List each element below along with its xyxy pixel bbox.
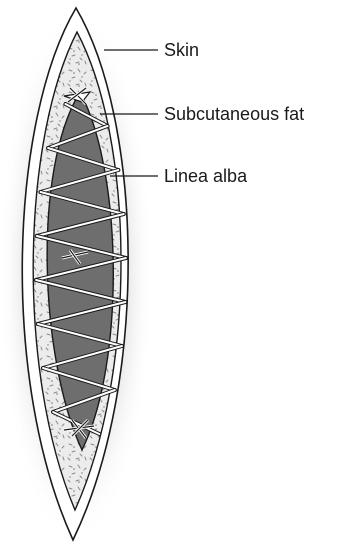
linea-alba-label: Linea alba bbox=[164, 166, 248, 186]
skin-label: Skin bbox=[164, 40, 199, 60]
subcutaneous-fat-label: Subcutaneous fat bbox=[164, 104, 304, 124]
